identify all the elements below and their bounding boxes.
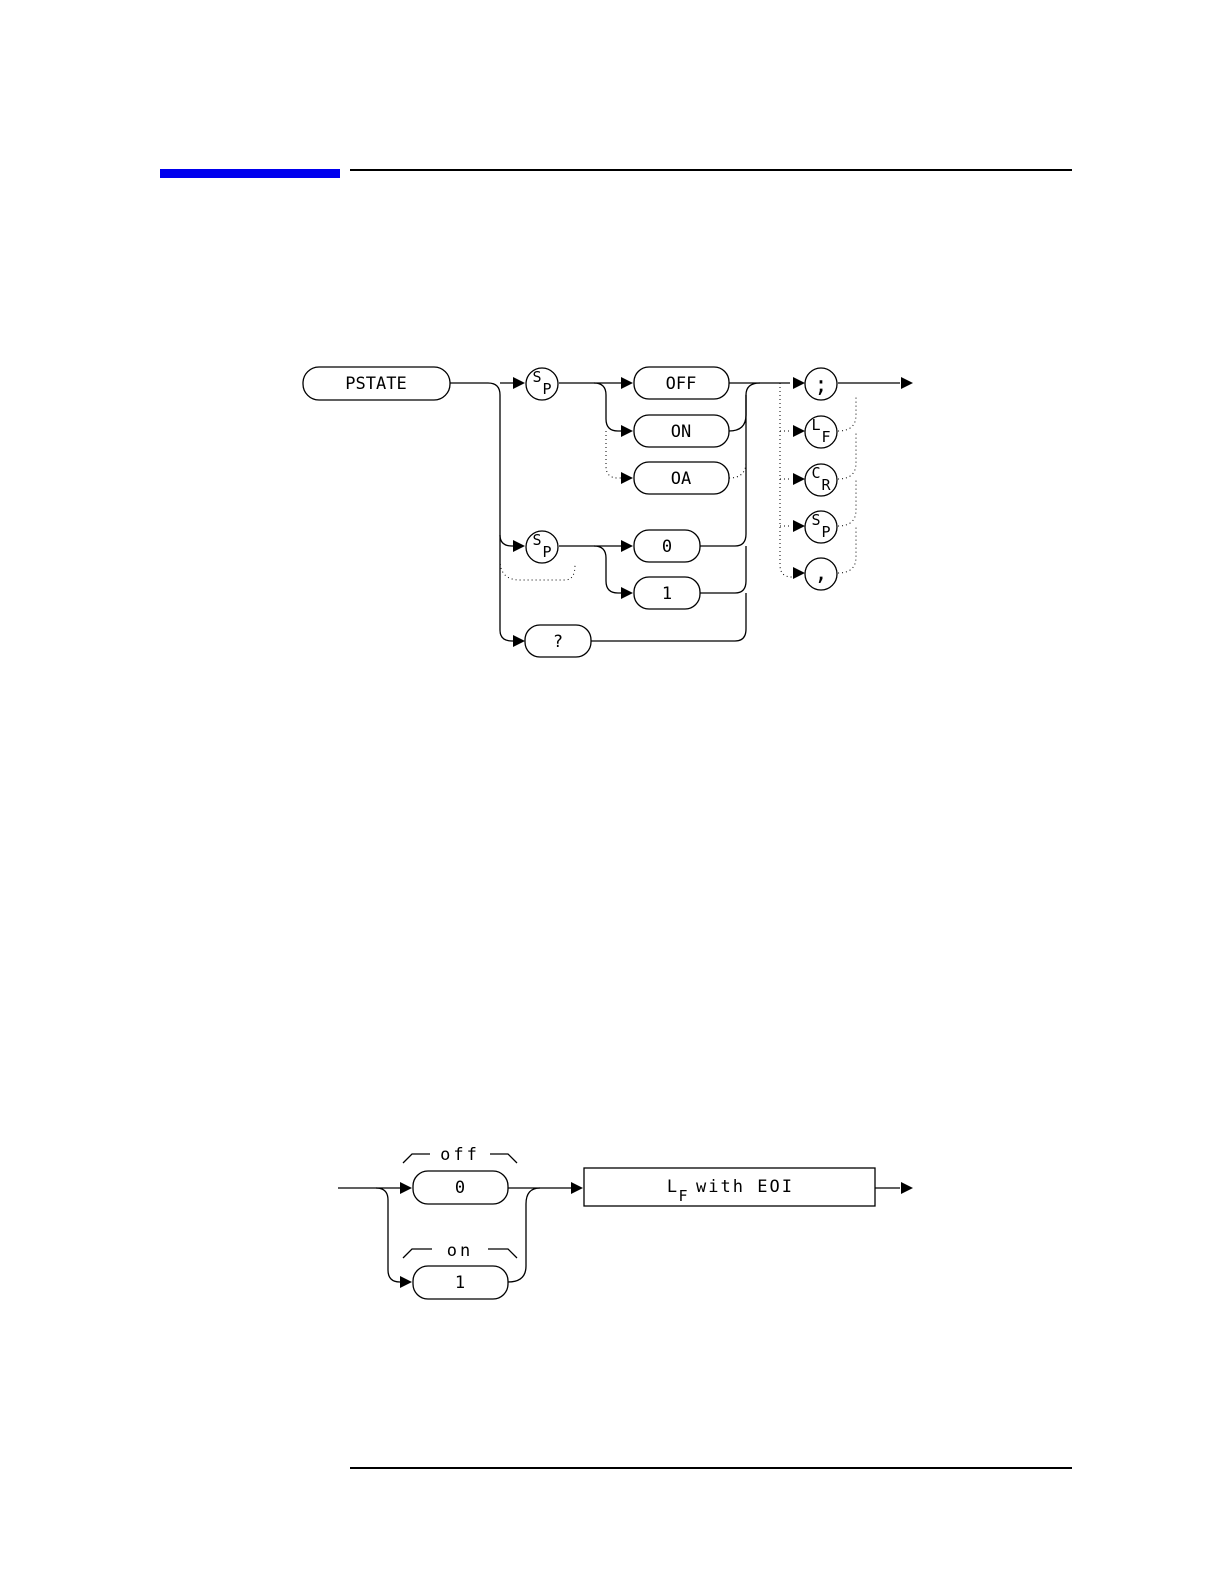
off-bracket-right	[490, 1154, 517, 1163]
off-bracket-left	[403, 1154, 430, 1163]
response-one-label: 1	[455, 1273, 465, 1293]
terminator-sub: F	[678, 1187, 687, 1205]
terminator-main: L	[667, 1177, 677, 1197]
arrow-icon	[400, 1182, 412, 1194]
response-branch-line	[376, 1188, 400, 1282]
off-label: off	[440, 1145, 480, 1165]
response-join-on-line	[508, 1188, 540, 1282]
response-zero-label: 0	[455, 1178, 465, 1198]
end-arrow-icon	[901, 1182, 913, 1194]
terminator-rest: with EOI	[696, 1177, 794, 1197]
on-bracket-left	[403, 1249, 432, 1258]
arrow-icon	[571, 1182, 583, 1194]
arrow-icon	[400, 1276, 412, 1288]
on-bracket-right	[488, 1249, 517, 1258]
on-label: on	[447, 1241, 473, 1261]
